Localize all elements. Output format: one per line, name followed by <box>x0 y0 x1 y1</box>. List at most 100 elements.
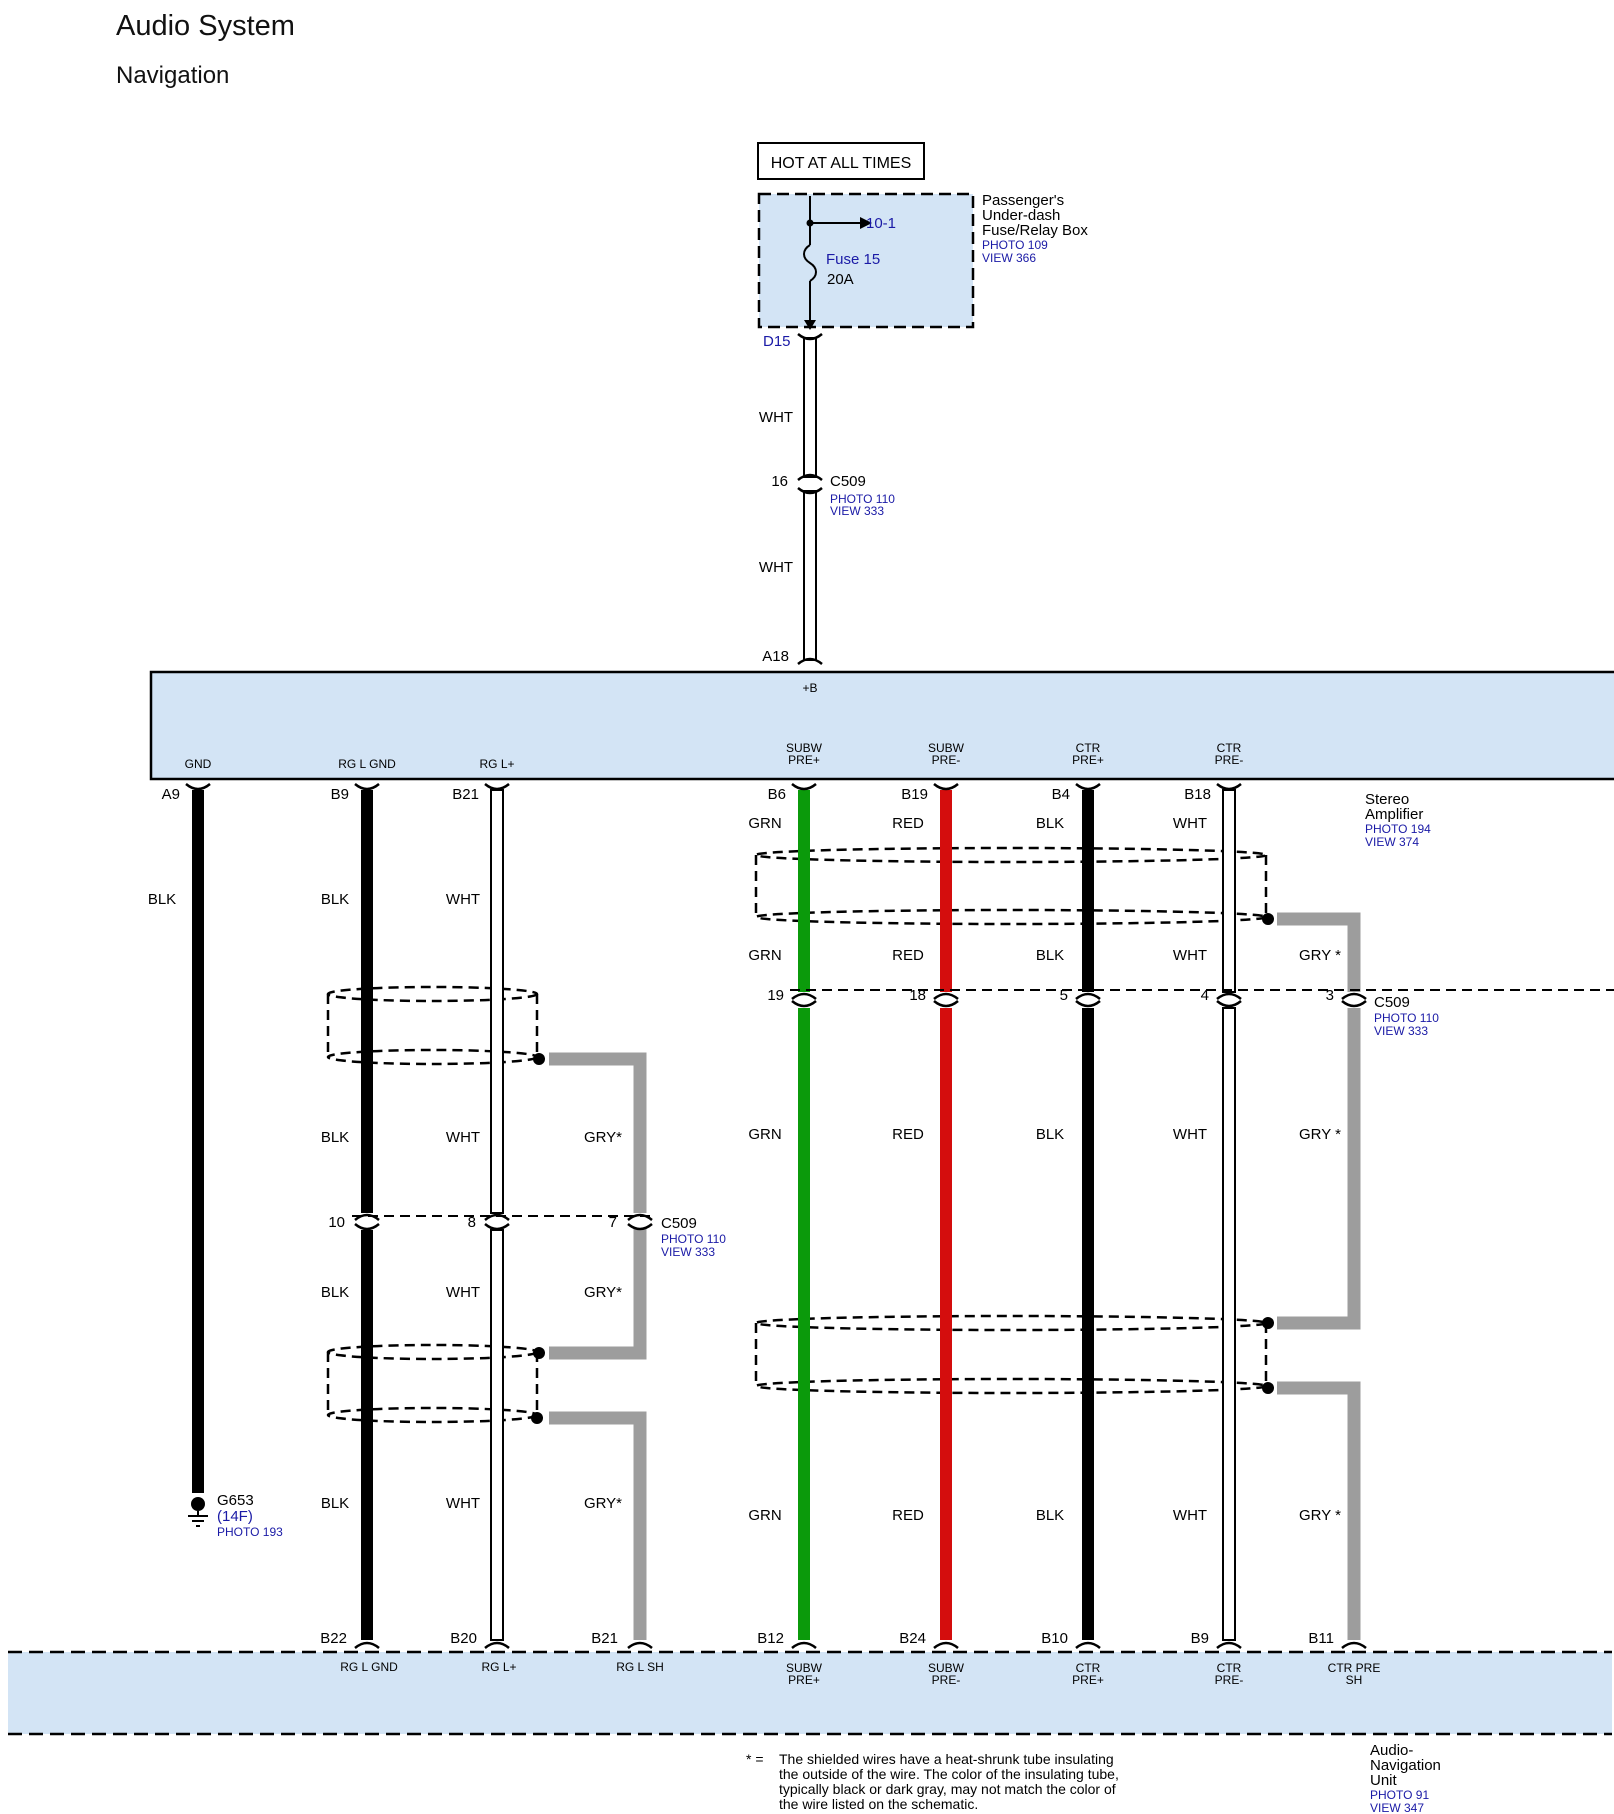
page-subtitle: Navigation <box>116 62 229 89</box>
nav-terminal-left-2: RG L SH <box>616 1660 664 1674</box>
shield-left-upper <box>326 985 545 1066</box>
wire-right-top-cap-0 <box>791 783 817 791</box>
c509-left-pin-1: 8 <box>468 1214 476 1231</box>
right-wire-color-colors_row3-3: WHT <box>1173 1126 1207 1143</box>
shield-left-lower-a-bottom <box>326 1406 539 1424</box>
wire-left-c509-cap-a-0 <box>354 1213 380 1221</box>
drain-left-mid <box>549 1228 647 1360</box>
nav-terminal-right-2-b: PRE+ <box>1072 1673 1104 1687</box>
wire-right-bot-cap-2 <box>1075 1641 1101 1649</box>
ground-location: (14F) <box>217 1508 253 1525</box>
footnote-line-2: the outside of the wire. The color of th… <box>779 1766 1119 1782</box>
wire-gnd-cap <box>185 783 211 791</box>
left-wire-color-colors_row1-1: WHT <box>446 891 480 908</box>
wire-rgl-plus-lower <box>490 1229 504 1641</box>
right-wire-color-colors_row1-2: BLK <box>1036 815 1064 832</box>
c509-right-pin-4: 3 <box>1326 987 1334 1004</box>
amp-pin-4: B19 <box>901 786 928 803</box>
left-wire-color-colors_row4-2: GRY* <box>584 1495 622 1512</box>
left-wire-color-colors_row2-1: WHT <box>446 1129 480 1146</box>
c509-right-name: C509 <box>1374 994 1410 1011</box>
left-wire-color-colors_row2-0: BLK <box>321 1129 349 1146</box>
right-wire-color-colors_row4-4: GRY * <box>1299 1507 1341 1524</box>
wire-right-c509-cap-a-1 <box>933 992 959 1000</box>
ground-name: G653 <box>217 1492 254 1509</box>
wire-left-top-cap-1 <box>484 783 510 791</box>
wire-right-lower-0 <box>798 1008 810 1640</box>
right-wire-color-colors_row3-0: GRN <box>748 1126 781 1143</box>
c509-top-name: C509 <box>830 473 866 490</box>
amp-pin-6: B18 <box>1184 786 1211 803</box>
power-wire-wht <box>797 333 823 665</box>
amp-terminal-label-4-b: PRE- <box>932 753 961 767</box>
wire-gnd-color: BLK <box>148 891 176 908</box>
c509-top-view: VIEW 333 <box>830 504 884 518</box>
drain-right-c509-cap-a <box>1341 992 1367 1000</box>
nav-pin-right-3: B9 <box>1191 1630 1209 1647</box>
c509-left-photo: PHOTO 110 <box>661 1232 726 1246</box>
c509-left-pin-0: 10 <box>328 1214 345 1231</box>
drain-right-bot-cap <box>1341 1641 1367 1649</box>
wire-rgl-plus-upper <box>490 789 504 1214</box>
arrow-down-icon <box>804 320 816 330</box>
shield-right-lower-dot <box>1262 1317 1274 1329</box>
c509-top-pin: 16 <box>771 473 788 490</box>
drain-right-mid <box>1277 1008 1361 1330</box>
nav-terminal-right-4-b: SH <box>1346 1673 1363 1687</box>
wire-right-c509-cap-a-0 <box>791 992 817 1000</box>
nav-terminal-right-0-a: SUBW <box>786 1661 823 1675</box>
c509-right-pin-2: 5 <box>1060 987 1068 1004</box>
drain-left-bot-cap <box>627 1641 653 1649</box>
shield-left-lower-dot-b <box>531 1412 543 1424</box>
shield-right-lower <box>754 1314 1274 1395</box>
drain-right-c509-cap-b <box>1341 1000 1367 1008</box>
footnote-mark: * = <box>746 1751 764 1767</box>
amp-pin-3: B6 <box>768 786 786 803</box>
fuse-name: Fuse 15 <box>826 251 880 268</box>
right-wire-color-colors_row3-2: BLK <box>1036 1126 1064 1143</box>
footnote-line-1: The shielded wires have a heat-shrunk tu… <box>779 1751 1114 1767</box>
wire-right-bot-cap-0 <box>791 1641 817 1649</box>
nav-unit-photo: PHOTO 91 <box>1370 1788 1429 1802</box>
wire-right-bot-cap-1 <box>933 1641 959 1649</box>
c509-left-name: C509 <box>661 1215 697 1232</box>
wire-rgl-gnd-lower <box>361 1230 373 1640</box>
fuse-branch-ref: 10-1 <box>866 215 896 232</box>
shield-right-lower-top <box>754 1314 1268 1332</box>
left-wire-color-colors_row3-0: BLK <box>321 1284 349 1301</box>
nav-pin-right-0: B12 <box>757 1630 784 1647</box>
nav-pin-right-4: B11 <box>1308 1630 1334 1647</box>
left-wire-color-colors_row2-2: GRY* <box>584 1129 622 1146</box>
right-wire-color-colors_row4-2: BLK <box>1036 1507 1064 1524</box>
nav-pin-right-1: B24 <box>899 1630 926 1647</box>
amp-terminal-label-3-a: SUBW <box>786 741 823 755</box>
fuse-terminal-d15: D15 <box>763 333 791 350</box>
right-wire-color-colors_row4-3: WHT <box>1173 1507 1207 1524</box>
nav-unit-name-3: Unit <box>1370 1772 1398 1789</box>
amp-pin-1: B9 <box>331 786 349 803</box>
nav-pin-left-0: B22 <box>320 1630 347 1647</box>
wire-right-top-cap-2 <box>1075 783 1101 791</box>
right-wire-color-colors_row2-2: BLK <box>1036 947 1064 964</box>
footnote-line-3: typically black or dark gray, may not ma… <box>779 1781 1116 1797</box>
ground-icon <box>188 1497 208 1527</box>
amp-terminal-label-1: RG L GND <box>338 757 396 771</box>
shield-right-lower-dot-b <box>1262 1382 1274 1394</box>
right-wire-color-colors_row3-4: GRY * <box>1299 1126 1341 1143</box>
amp-photo: PHOTO 194 <box>1365 822 1431 836</box>
nav-terminal-right-0-b: PRE+ <box>788 1673 820 1687</box>
fuse-box <box>757 192 975 329</box>
shield-right-lower-bottom <box>754 1377 1268 1395</box>
amp-view: VIEW 374 <box>1365 835 1419 849</box>
nav-terminal-right-1-a: SUBW <box>928 1661 965 1675</box>
drain-left-lower <box>549 1411 647 1640</box>
amp-pin-5: B4 <box>1052 786 1070 803</box>
power-wire-color-upper: WHT <box>759 409 793 426</box>
shield-left-upper-bottom <box>326 1048 539 1066</box>
fuse-box-name-1: Passenger's <box>982 192 1064 209</box>
stereo-amplifier <box>149 670 1614 781</box>
fuse-symbol-icon <box>803 244 817 282</box>
amp-terminal-label-6-b: PRE- <box>1215 753 1244 767</box>
